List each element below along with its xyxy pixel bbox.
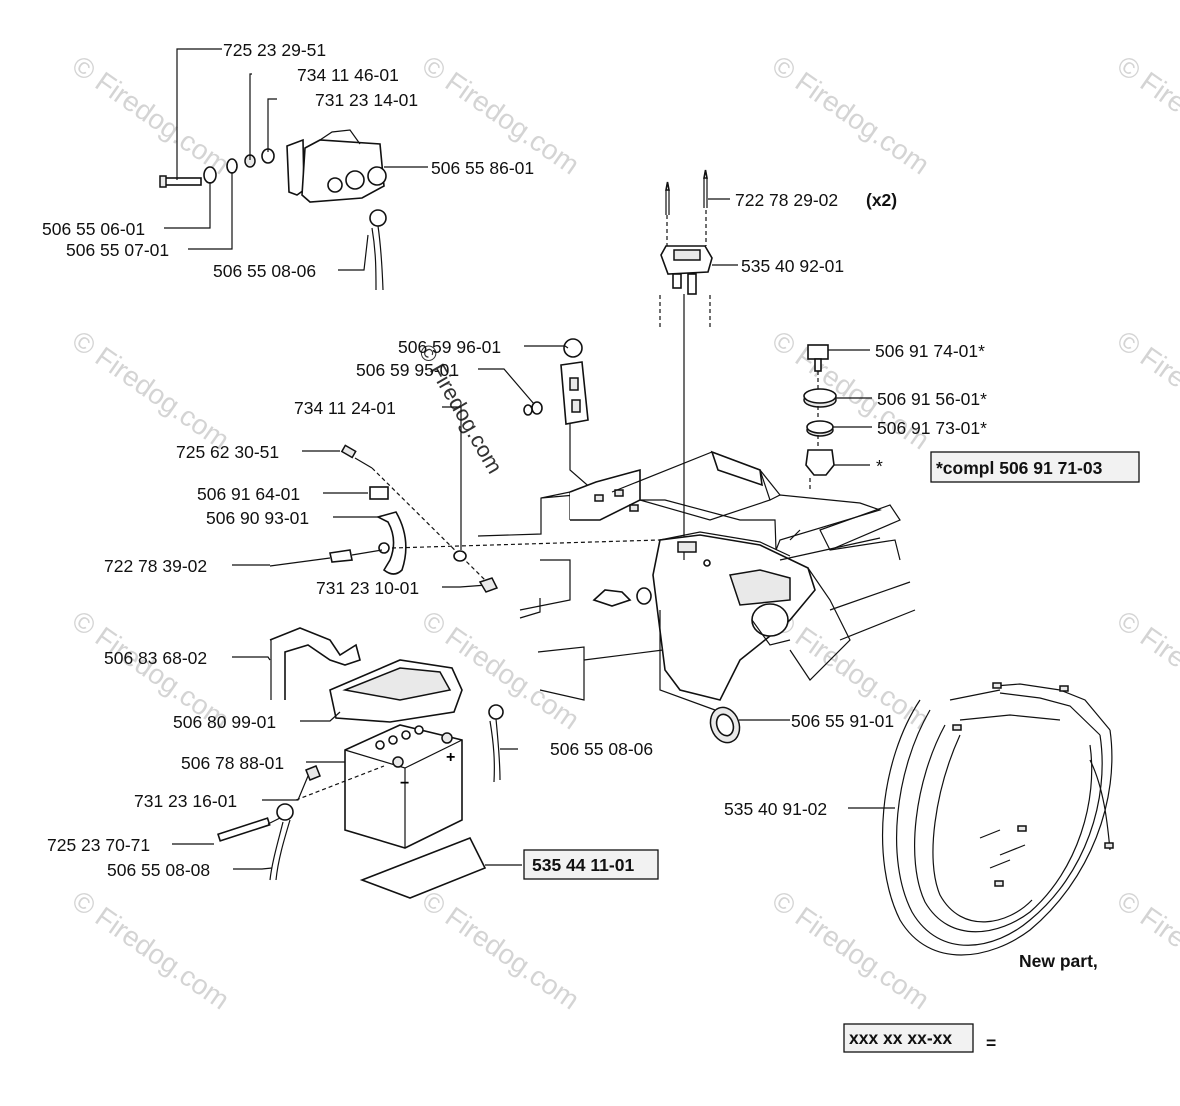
label-725232951[interactable]: 725 23 29-51 <box>223 40 326 60</box>
label-506558601[interactable]: 506 55 86-01 <box>431 158 534 178</box>
label-731231001[interactable]: 731 23 10-01 <box>316 578 419 598</box>
washer-shape <box>203 166 217 184</box>
label-734112401[interactable]: 734 11 24-01 <box>294 398 396 418</box>
battery-assembly: + − <box>217 627 504 899</box>
legend-equals: = <box>986 1033 996 1053</box>
label-506599501[interactable]: 506 59 95-01 <box>356 360 459 380</box>
solenoid-bracket-shape <box>286 138 305 196</box>
label-725623051[interactable]: 725 62 30-51 <box>176 442 279 462</box>
watermark: © Firedog.com <box>1112 325 1180 456</box>
watermark: © Firedog.com <box>67 50 236 181</box>
wire-harness <box>848 682 1114 956</box>
battery-mat-shape <box>359 836 487 899</box>
label-506559101[interactable]: 506 55 91-01 <box>791 711 894 731</box>
leader-lines-right <box>828 349 872 466</box>
key-shape <box>807 344 829 360</box>
compl-box <box>930 451 1140 483</box>
watermark: © Firedog.com <box>1112 50 1180 181</box>
label-506915601[interactable]: 506 91 56-01* <box>877 389 987 409</box>
leader-lines-top-left <box>164 48 428 271</box>
legend-box <box>843 1023 974 1053</box>
label-506550808[interactable]: 506 55 08-08 <box>107 860 210 880</box>
ignition-switch-assembly <box>803 344 837 492</box>
grommet-assembly <box>659 610 790 744</box>
label-506550701[interactable]: 506 55 07-01 <box>66 240 169 260</box>
label-quantity-x2: (x2) <box>866 190 897 210</box>
watermark: © Firedog.com <box>1112 605 1180 736</box>
watermark: © Firedog.com <box>417 885 586 1016</box>
label-535409102[interactable]: 535 40 91-02 <box>724 799 827 819</box>
switch-body-shape <box>805 449 835 476</box>
label-506550806-battery[interactable]: 506 55 08-06 <box>550 739 653 759</box>
label-722782902[interactable]: 722 78 29-02 <box>735 190 838 210</box>
part-labels: 725 23 29-51 734 11 46-01 731 23 14-01 5… <box>42 40 1140 880</box>
label-star: * <box>876 456 883 476</box>
label-506599601[interactable]: 506 59 96-01 <box>398 337 501 357</box>
legend: New part, xxx xx xx-xx = <box>843 951 1098 1053</box>
label-506917401[interactable]: 506 91 74-01* <box>875 341 985 361</box>
label-506917301[interactable]: 506 91 73-01* <box>877 418 987 438</box>
label-506550601[interactable]: 506 55 06-01 <box>42 219 145 239</box>
legend-new-part: New part, <box>1019 951 1098 971</box>
label-506916401[interactable]: 506 91 64-01 <box>197 484 300 504</box>
battery-shape <box>344 724 463 849</box>
leader-lines-center <box>232 345 569 588</box>
label-535441101[interactable]: 535 44 11-01 <box>532 855 634 875</box>
label-722783902[interactable]: 722 78 39-02 <box>104 556 207 576</box>
label-535409201[interactable]: 535 40 92-01 <box>741 256 844 276</box>
column-housing-shape <box>652 534 816 701</box>
solenoid-body-shape <box>301 139 385 203</box>
watermark: © Firedog.com <box>1112 885 1180 1016</box>
label-731231401[interactable]: 731 23 14-01 <box>315 90 418 110</box>
part-535441101-box <box>523 849 659 880</box>
watermark: © Firedog.com <box>67 885 236 1016</box>
watermark: © Firedog.com <box>767 50 936 181</box>
label-734114601[interactable]: 734 11 46-01 <box>297 65 399 85</box>
label-731231601[interactable]: 731 23 16-01 <box>134 791 237 811</box>
svg-text:+: + <box>446 749 455 766</box>
leader-lines-battery <box>172 656 522 870</box>
label-506809901[interactable]: 506 80 99-01 <box>173 712 276 732</box>
lever-assembly <box>523 338 594 510</box>
chassis-frame <box>477 450 916 701</box>
bolt-shape <box>162 177 202 186</box>
label-506788801[interactable]: 506 78 88-01 <box>181 753 284 773</box>
label-506836802[interactable]: 506 83 68-02 <box>104 648 207 668</box>
solenoid-assembly <box>159 129 387 291</box>
watermark: © Firedog.com <box>67 325 236 456</box>
svg-text:−: − <box>400 775 409 792</box>
legend-xxx: xxx xx xx-xx <box>849 1028 952 1048</box>
clamp-assembly <box>269 444 661 593</box>
mount-plate-shape <box>569 468 641 521</box>
label-506909301[interactable]: 506 90 93-01 <box>206 508 309 528</box>
leader-lines-top-center <box>708 198 738 266</box>
holddown-bar-shape <box>269 627 361 700</box>
clamp-shape <box>375 511 407 575</box>
label-506550806-top[interactable]: 506 55 08-06 <box>213 261 316 281</box>
watermark: © Firedog.com <box>767 885 936 1016</box>
label-725237071[interactable]: 725 23 70-71 <box>47 835 150 855</box>
label-compl-506917103[interactable]: *compl 506 91 71-03 <box>936 458 1103 478</box>
